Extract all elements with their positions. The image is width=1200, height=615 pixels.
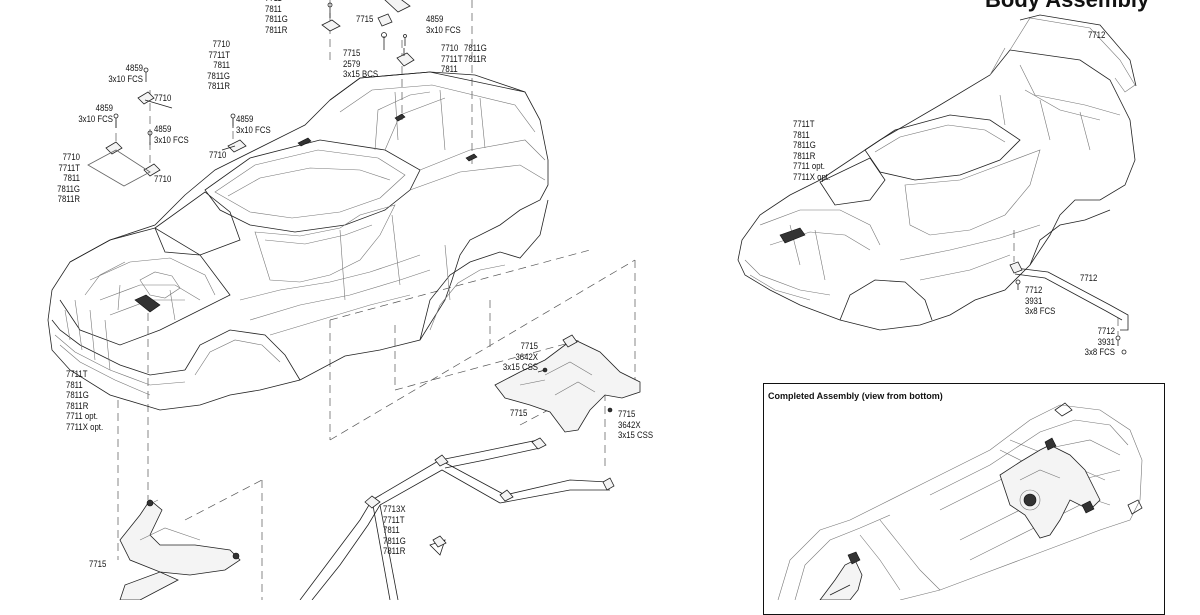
part-callout-front-clip: 7710 7711T 7811 7811G 7811R <box>207 39 230 92</box>
part-callout-7710-3: 7710 <box>154 174 172 185</box>
part-callout-7710-2: 7710 <box>209 150 227 161</box>
part-callout-rear-mount-screw-1: 7715 3642X 3x15 CSS <box>502 341 538 373</box>
roll-bar-assembly <box>299 437 615 600</box>
part-callout-screw-3: 4859 3x10 FCS <box>154 124 189 146</box>
part-callout-rear-mount: 7715 <box>510 408 528 419</box>
part-callout-rail-screw-2: 7712 3931 3x8 FCS <box>1084 326 1115 358</box>
part-callout-body-shell: 7711T 7811 7811G 7811R 7711 opt. 7711X o… <box>66 369 104 433</box>
diagram-canvas: Body Assembly 7711 7811 7811G 7811R 7715… <box>47 0 1165 615</box>
completed-assembly-inset <box>763 383 1165 615</box>
part-callout-7715-top: 7715 <box>356 14 374 25</box>
part-callout-side-clip: 7710 7711T 7811 7811G 7811R <box>57 152 80 205</box>
part-callout-body-rail: 7712 <box>1080 273 1098 284</box>
part-callout-rear-roof-clip: 7710 7711T 7811 <box>441 43 463 75</box>
part-callout-rear-wing: 7712 <box>1088 30 1106 41</box>
part-callout-screw-1: 4859 3x10 FCS <box>108 63 143 85</box>
part-callout-rail-screw-1: 7712 3931 3x8 FCS <box>1025 285 1056 317</box>
part-callout-rear-mount-screw-2: 7715 3642X 3x15 CSS <box>618 409 654 441</box>
front-body-mount <box>119 499 241 600</box>
completed-body-view <box>737 14 1137 355</box>
inset-title: Completed Assembly (view from bottom) <box>768 391 943 401</box>
body-mount-hardware <box>87 0 415 187</box>
main-body-shell <box>47 71 549 411</box>
part-callout-roof-mount: 7711 7811 7811G 7811R <box>265 0 288 36</box>
part-callout-bcs-screw: 7715 2579 3x15 BCS <box>343 48 379 80</box>
part-callout-completed-body: 7711T 7811 7811G 7811R 7711 opt. 7711X o… <box>793 119 831 183</box>
part-callout-screw-2: 4859 3x10 FCS <box>78 103 113 125</box>
part-callout-screw-4: 4859 3x10 FCS <box>236 114 271 136</box>
bottom-view-drawing <box>777 402 1143 600</box>
exploded-view-drawing <box>47 0 1143 600</box>
part-callout-front-mount: 7715 <box>89 559 107 570</box>
part-callout-rear-roof-clip-color: 7811G 7811R <box>464 43 487 65</box>
rear-body-mount <box>494 334 641 433</box>
part-callout-roll-bar: 7713X 7711T 7811 7811G 7811R <box>383 504 406 557</box>
part-callout-7710-1: 7710 <box>154 93 172 104</box>
part-callout-screw-top: 4859 3x10 FCS <box>426 14 461 36</box>
page-title: Body Assembly <box>985 0 1149 13</box>
